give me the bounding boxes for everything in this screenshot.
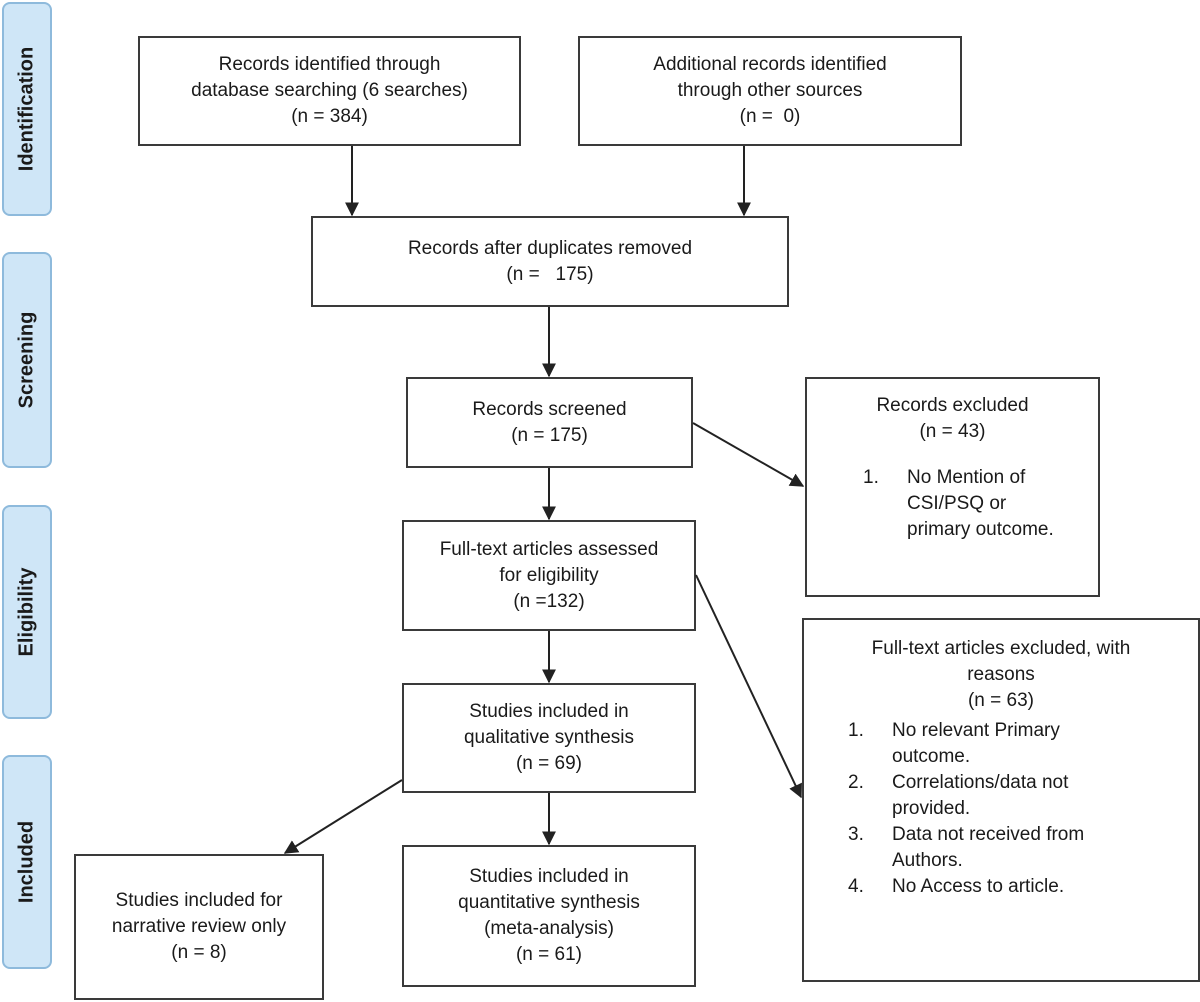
box-text: database searching (6 searches): [191, 80, 468, 101]
box-count: (n = 69): [515, 753, 582, 774]
box-text: Full-text articles excluded, with: [871, 638, 1131, 659]
exclusion-reasons-list: 1. No relevant Primary outcome. 2. Corre…: [814, 718, 1188, 900]
box-text: Studies included for: [115, 890, 283, 911]
box-text: Studies included in: [469, 866, 629, 887]
stage-included: Included: [2, 755, 52, 969]
box-count: (n = 0): [739, 106, 801, 127]
list-item-text: Correlations/data not provided.: [892, 772, 1069, 819]
arrow-assessed-to-fulltext-excluded: [695, 574, 802, 799]
other-sources-box: Additional records identified through ot…: [578, 36, 962, 146]
qualitative-synthesis-box: Studies included in qualitative synthesi…: [402, 683, 696, 793]
database-search-box: Records identified through database sear…: [138, 36, 521, 146]
box-text: Records excluded: [876, 395, 1029, 416]
box-count: (n = 384): [291, 106, 368, 127]
box-text: quantitative synthesis: [458, 892, 640, 913]
box-text: Records screened: [472, 398, 627, 420]
box-text: qualitative synthesis: [463, 727, 635, 748]
box-text: narrative review only: [111, 916, 287, 937]
arrow-qualitative-to-narrative: [283, 779, 403, 854]
records-screened-box: Records screened (n = 175): [406, 377, 693, 468]
exclusion-reasons-list: 1. No Mention of CSI/PSQ or primary outc…: [817, 465, 1088, 543]
list-item: 4. No Access to article.: [842, 874, 1188, 900]
records-excluded-box: Records excluded (n = 43) 1. No Mention …: [805, 377, 1100, 597]
box-count: (n =132): [513, 590, 585, 612]
box-text: Studies included in: [469, 701, 629, 722]
box-count: (n = 175): [506, 263, 594, 285]
list-item: 1. No relevant Primary outcome.: [842, 718, 1188, 770]
box-count: (n = 63): [967, 690, 1034, 711]
box-text: (meta-analysis): [484, 918, 614, 939]
list-item-text: No Mention of CSI/PSQ or primary outcome…: [907, 467, 1054, 540]
list-item: 3. Data not received from Authors.: [842, 822, 1188, 874]
box-text: Full-text articles assessed: [439, 538, 659, 560]
box-count: (n = 175): [511, 424, 588, 446]
box-count: (n = 8): [171, 942, 227, 963]
box-text: for eligibility: [499, 564, 599, 586]
list-item: 1. No Mention of CSI/PSQ or primary outc…: [857, 465, 1088, 543]
arrow-screened-to-excluded: [692, 422, 805, 487]
duplicates-removed-box: Records after duplicates removed (n = 17…: [311, 216, 789, 307]
box-text: Additional records identified: [653, 54, 887, 75]
box-count: (n = 61): [515, 944, 582, 965]
list-item-number: 2.: [848, 772, 864, 793]
box-text: Records after duplicates removed: [407, 237, 693, 259]
list-item: 2. Correlations/data not provided.: [842, 770, 1188, 822]
list-item-text: No relevant Primary outcome.: [892, 720, 1060, 767]
list-item-number: 4.: [848, 876, 864, 897]
stage-identification: Identification: [2, 2, 52, 216]
box-text: through other sources: [677, 80, 863, 101]
full-text-assessed-box: Full-text articles assessed for eligibil…: [402, 520, 696, 631]
list-item-number: 1.: [863, 467, 879, 488]
stage-screening: Screening: [2, 252, 52, 468]
full-text-excluded-box: Full-text articles excluded, with reason…: [802, 618, 1200, 982]
list-item-text: No Access to article.: [892, 876, 1065, 897]
box-count: (n = 43): [919, 421, 986, 442]
stage-eligibility: Eligibility: [2, 505, 52, 719]
box-text: Records identified through: [218, 54, 441, 75]
quantitative-synthesis-box: Studies included in quantitative synthes…: [402, 845, 696, 987]
list-item-number: 3.: [848, 824, 864, 845]
list-item-text: Data not received from Authors.: [892, 824, 1085, 871]
narrative-review-box: Studies included for narrative review on…: [74, 854, 324, 1000]
list-item-number: 1.: [848, 720, 864, 741]
box-text: reasons: [967, 664, 1035, 685]
